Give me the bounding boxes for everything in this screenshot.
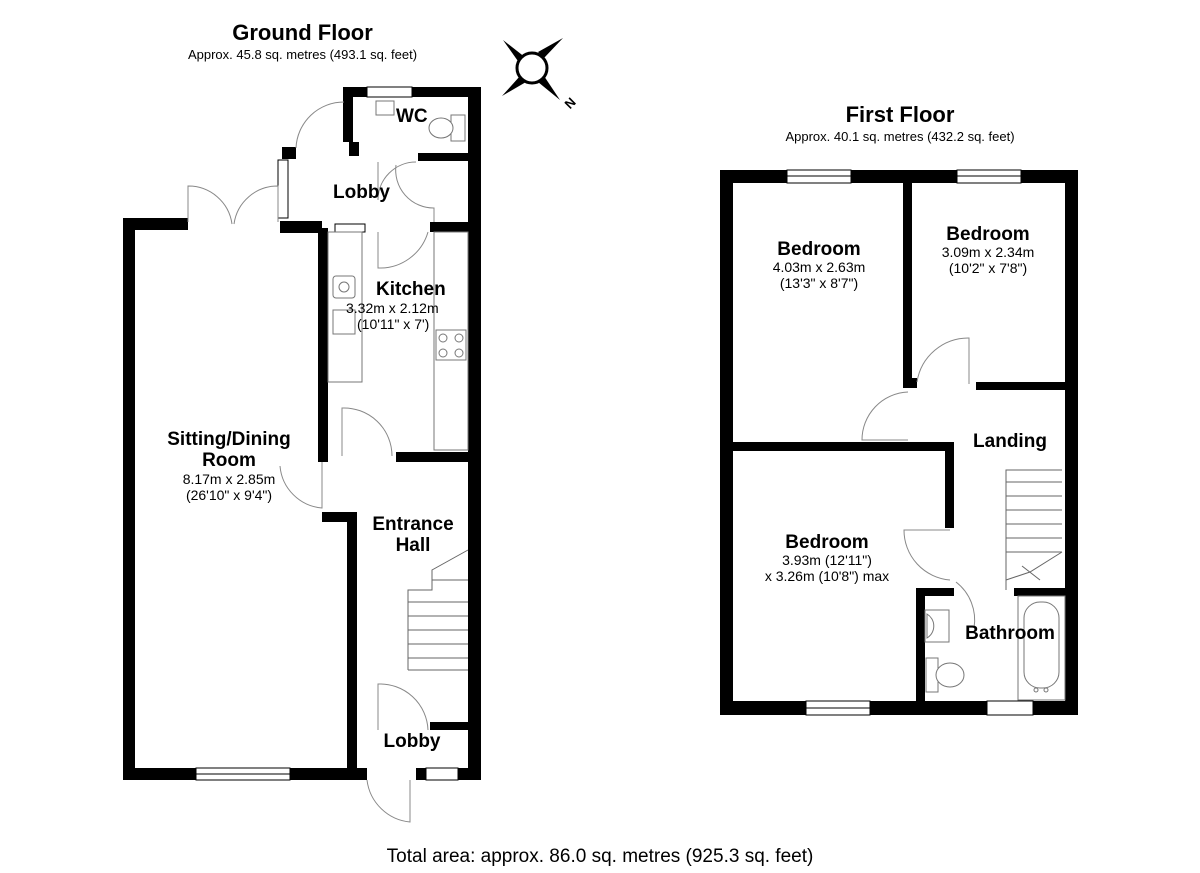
first-floor-title: First Floor bbox=[845, 102, 955, 127]
first-floor-area: Approx. 40.1 sq. metres (432.2 sq. feet) bbox=[785, 129, 1015, 144]
toilet-icon bbox=[428, 114, 466, 142]
ground-floor-title: Ground Floor bbox=[232, 20, 373, 45]
bathroom-label: Bathroom bbox=[965, 623, 1055, 644]
bedroom2-dim-m: 3.09m x 2.34m bbox=[942, 244, 1035, 260]
compass-north-label: N bbox=[562, 95, 579, 112]
basin-icon bbox=[924, 609, 950, 643]
landing-label: Landing bbox=[973, 431, 1047, 452]
bedroom3-label: Bedroom bbox=[785, 532, 868, 553]
window bbox=[277, 159, 289, 219]
bathtub-icon bbox=[1017, 595, 1066, 701]
lobby-bottom-label: Lobby bbox=[384, 731, 441, 752]
window bbox=[986, 700, 1034, 716]
staircase bbox=[407, 549, 469, 671]
bedroom1-dim-m: 4.03m x 2.63m bbox=[773, 259, 866, 275]
first-floor-doors bbox=[861, 337, 976, 629]
window bbox=[366, 86, 413, 98]
ground-floor-area: Approx. 45.8 sq. metres (493.1 sq. feet) bbox=[187, 47, 418, 62]
total-area: Total area: approx. 86.0 sq. metres (925… bbox=[386, 846, 814, 867]
kitchen-units bbox=[327, 231, 469, 451]
sitting-dim-ft: (26'10" x 9'4") bbox=[186, 487, 272, 503]
window bbox=[334, 223, 366, 233]
window bbox=[425, 767, 459, 781]
hall-label-2: Hall bbox=[396, 535, 431, 556]
sitting-label-2: Room bbox=[202, 450, 256, 471]
sitting-dim-m: 8.17m x 2.85m bbox=[183, 471, 276, 487]
sitting-label-1: Sitting/Dining bbox=[167, 429, 290, 450]
kitchen-dim-m: 3.32m x 2.12m bbox=[346, 300, 439, 316]
ground-floor-doors bbox=[187, 101, 435, 823]
kitchen-dim-ft: (10'11" x 7') bbox=[357, 316, 429, 332]
bedroom2-label: Bedroom bbox=[946, 224, 1029, 245]
bedroom3-dim-1: 3.93m (12'11") bbox=[782, 552, 872, 568]
toilet-icon bbox=[925, 657, 965, 693]
bedroom1-dim-ft: (13'3" x 8'7") bbox=[780, 275, 858, 291]
bedroom1-label: Bedroom bbox=[777, 239, 860, 260]
wc-label: WC bbox=[396, 106, 428, 127]
basin-icon bbox=[375, 100, 395, 116]
staircase bbox=[1005, 469, 1063, 590]
bedroom2-dim-ft: (10'2" x 7'8") bbox=[949, 260, 1027, 276]
lobby-top-label: Lobby bbox=[333, 182, 390, 203]
kitchen-label: Kitchen bbox=[376, 279, 446, 300]
hall-label-1: Entrance bbox=[372, 514, 453, 535]
bedroom3-dim-2: x 3.26m (10'8") max bbox=[765, 568, 889, 584]
compass-icon: N bbox=[502, 38, 579, 112]
